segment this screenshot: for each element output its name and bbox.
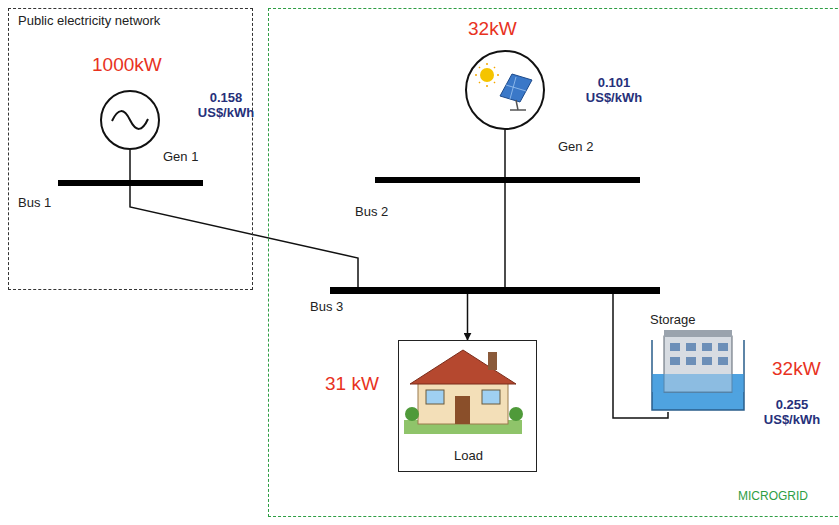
- generator-outline: [465, 50, 545, 130]
- power-rating: 31 kW: [325, 373, 379, 395]
- energy-price: 0.101 US$/kWh: [578, 76, 650, 106]
- generator-name: Gen 1: [163, 150, 198, 165]
- load-name: Load: [399, 449, 538, 464]
- power-line: [504, 130, 506, 177]
- energy-price: 0.255 US$/kWh: [752, 398, 832, 428]
- storage-tank-illustration: [652, 330, 744, 410]
- solar-panel-icon: [475, 63, 532, 110]
- bus-bar: Bus 2: [375, 177, 640, 183]
- power-rating: 1000kW: [92, 54, 162, 76]
- power-line: [504, 183, 506, 287]
- generator-circle: 32kW0.101 US$/kWhGen 2: [465, 50, 545, 130]
- power-line: [130, 186, 358, 287]
- region-title: MICROGRID: [738, 490, 808, 504]
- load-box: 31 kWLoad: [398, 340, 537, 472]
- bus-bar: Bus 1: [58, 180, 203, 186]
- generator-outline: [100, 90, 160, 150]
- power-line: [467, 294, 469, 340]
- region-title: Public electricity network: [18, 14, 160, 29]
- bus-bar: Bus 3: [330, 287, 660, 294]
- storage-unit: Storage32kW0.255 US$/kWh: [650, 338, 746, 412]
- power-rating: 32kW: [468, 18, 517, 40]
- bus-name: Bus 1: [18, 196, 51, 211]
- microgrid-region: MICROGRID32kW0.101 US$/kWhGen 2Bus 2Bus …: [268, 8, 839, 517]
- energy-price: 0.158 US$/kWh: [190, 91, 262, 121]
- network-region: Public electricity network 1000kW0.158 US…: [8, 8, 253, 290]
- storage-name: Storage: [650, 313, 696, 328]
- bus-name: Bus 3: [310, 300, 343, 315]
- generator-name: Gen 2: [558, 140, 593, 155]
- bus-name: Bus 2: [355, 205, 388, 220]
- power-line: [129, 150, 131, 180]
- house-illustration: [404, 350, 523, 434]
- power-rating: 32kW: [772, 358, 821, 380]
- ac-tilde-symbol: [112, 111, 148, 129]
- generator-circle: 1000kW0.158 US$/kWhGen 1: [100, 90, 160, 150]
